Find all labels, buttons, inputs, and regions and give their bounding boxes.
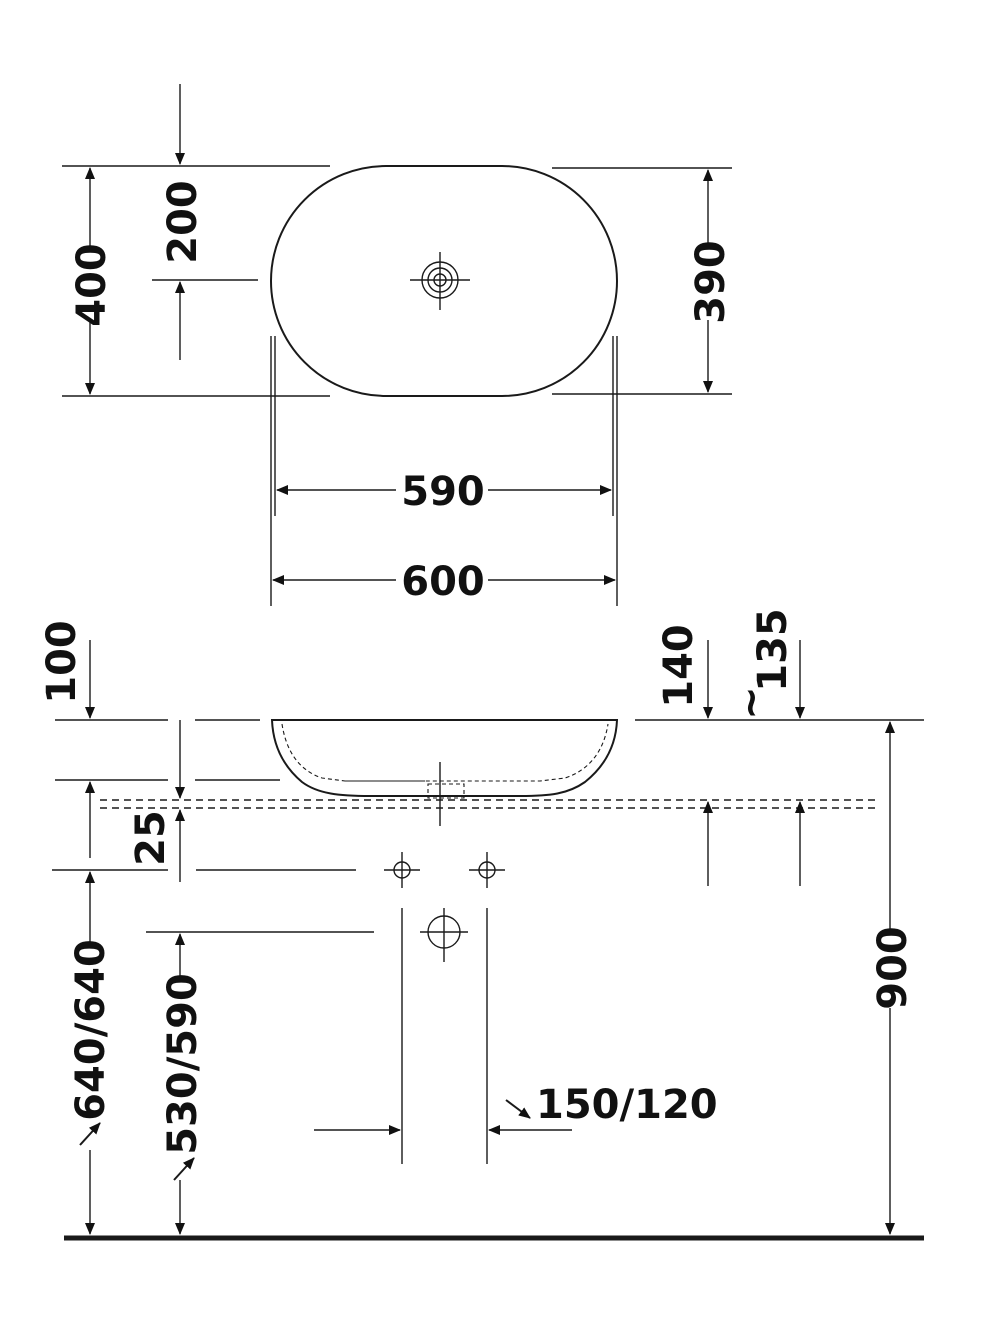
dim-approx-height: 135 <box>750 608 796 692</box>
dim-width-total: 600 <box>401 559 485 605</box>
dim-supply-height: 640/640 <box>68 939 114 1121</box>
drain-body-dashed <box>427 783 465 799</box>
basin-inner-dashed <box>281 723 609 782</box>
basin-outline-plan <box>270 165 618 397</box>
dim-supply-spacing: 150/120 <box>536 1082 718 1128</box>
basin-outline-side <box>270 719 619 797</box>
side-view: 100 25 140 135 ~ 640/640 530/590 900 150… <box>39 608 924 1241</box>
dim-bowl-height: 100 <box>39 620 85 704</box>
dim-approx-symbol: ~ <box>728 686 774 720</box>
pointer-arrow <box>79 1122 101 1146</box>
dim-overflow-height: 140 <box>656 624 702 708</box>
dim-drain-offset: 200 <box>160 180 206 264</box>
dim-depth-total: 400 <box>69 243 115 327</box>
supply-right-icon <box>469 852 505 888</box>
pointer-arrow <box>505 1099 531 1119</box>
dim-depth-inner: 390 <box>688 240 734 324</box>
plan-view: 400 200 390 590 600 <box>62 84 734 606</box>
pointer-arrow <box>173 1157 195 1181</box>
dim-width-inner: 590 <box>401 469 485 515</box>
dim-counter-thickness: 25 <box>128 810 174 866</box>
supply-left-icon <box>384 852 420 888</box>
dim-total-height: 900 <box>870 926 916 1010</box>
dim-waste-height: 530/590 <box>160 973 206 1155</box>
drain-icon <box>410 252 470 310</box>
waste-outlet-icon <box>420 908 468 962</box>
